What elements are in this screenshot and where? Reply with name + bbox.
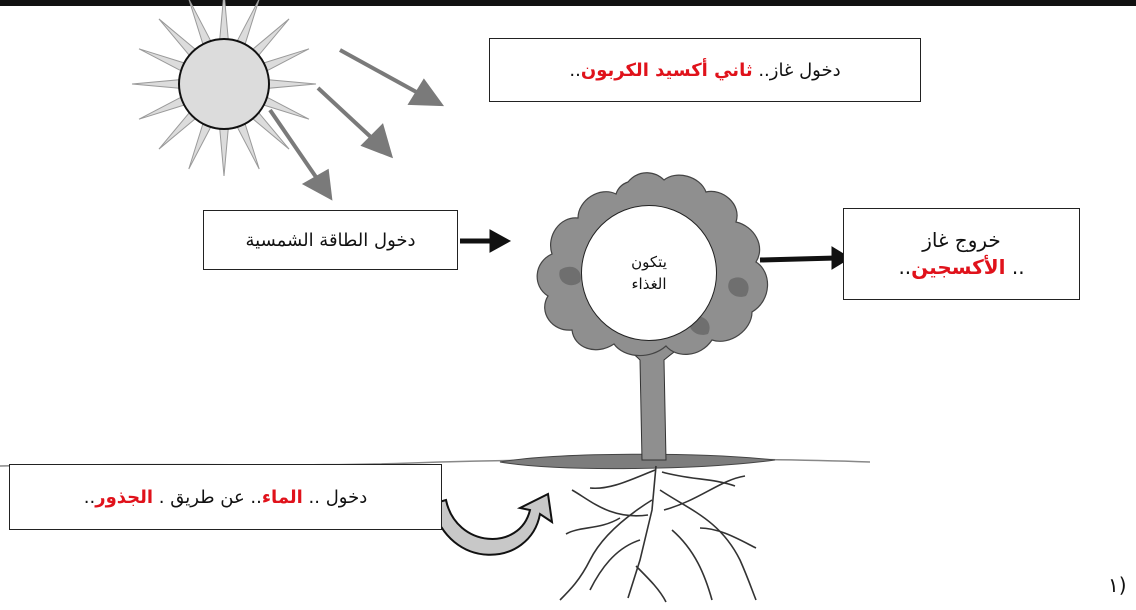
top-rule (0, 0, 1136, 6)
co2-label-suffix: .. (569, 59, 581, 81)
sun-ray (260, 48, 310, 73)
sun-icon (131, 0, 317, 177)
sun-ray (138, 48, 188, 73)
sun-ray (265, 78, 317, 90)
roots-label-highlight: الجذور (95, 486, 154, 508)
co2-label-prefix: دخول غاز.. (752, 59, 841, 81)
oxygen-label-prefix: .. (1005, 255, 1025, 279)
water-entry-box: دخول .. الماء.. عن طريق . الجذور.. (9, 464, 442, 530)
sunlight-arrows (268, 48, 445, 201)
sun-ray (131, 78, 183, 90)
oxygen-label-line1: خروج غاز (922, 228, 1001, 252)
sun-ray (218, 0, 230, 43)
co2-label-highlight: ثاني أكسيد الكربون (580, 59, 753, 81)
food-formation-circle: يتكون الغذاء (581, 205, 717, 341)
water-label-suffix: .. (83, 486, 96, 508)
sunlight-entry-arrow (460, 229, 512, 253)
solar-energy-box: دخول الطاقة الشمسية (203, 210, 458, 270)
water-curved-arrow (430, 492, 554, 556)
soil-patch (499, 453, 776, 470)
water-label-prefix: دخول .. (302, 486, 368, 508)
oxygen-label-suffix: .. (898, 255, 912, 279)
oxygen-label-highlight: الأكسجين (911, 255, 1006, 279)
oxygen-exit-arrow (759, 246, 851, 270)
food-label-line2: الغذاء (631, 275, 667, 293)
sun-ray (260, 95, 310, 120)
water-label-highlight: الماء (261, 486, 303, 508)
item-number: (١ (1108, 573, 1127, 597)
water-label-middle: .. عن طريق . (153, 486, 262, 508)
solar-energy-label: دخول الطاقة الشمسية (245, 229, 416, 251)
sun-ray (235, 0, 260, 48)
sun-ray (188, 0, 213, 48)
roots (559, 465, 757, 603)
oxygen-exit-box: خروج غاز .. الأكسجين.. (843, 208, 1080, 300)
food-label-line1: يتكون (631, 252, 667, 271)
sun-ray (138, 95, 188, 120)
sun-ray (188, 120, 213, 170)
sun-ray (235, 120, 260, 170)
co2-entry-box: دخول غاز.. ثاني أكسيد الكربون.. (489, 38, 921, 102)
sun-ray (218, 125, 230, 177)
